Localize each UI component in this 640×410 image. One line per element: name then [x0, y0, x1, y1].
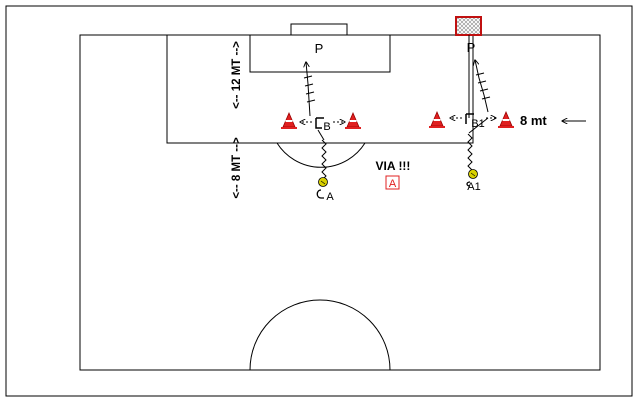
- attacker-right-label: A1: [467, 181, 480, 193]
- start-marker-label: A: [389, 178, 397, 190]
- defender-center-label: B: [323, 121, 330, 133]
- center-circle: [249, 299, 391, 371]
- goalkeeper-left-label: P: [315, 41, 324, 56]
- ball-icon: [468, 169, 478, 179]
- dribble-path-center: [321, 139, 327, 181]
- attacker-icon: [466, 181, 471, 187]
- defender-icon: [465, 113, 474, 124]
- defender-icon: [315, 117, 324, 129]
- shot-path-center: [306, 62, 311, 117]
- start-signal-label: VIA !!!: [376, 159, 411, 173]
- dribble-end-center: [317, 129, 325, 141]
- ball-seam: [320, 180, 326, 185]
- attacker-center-label: A: [326, 191, 334, 203]
- shot-ticks-center: [303, 75, 316, 103]
- defender-right-label: B1: [471, 118, 484, 130]
- pitch-boundary: [79, 34, 601, 371]
- ball-seam: [470, 172, 476, 177]
- cone-icon: [345, 111, 361, 129]
- small-goal: [455, 16, 482, 36]
- ball-icon: [318, 177, 328, 187]
- attacker-icon: [316, 189, 324, 199]
- distance-8mt-label: <-- 8 MT -->: [231, 137, 243, 199]
- penalty-arc: [276, 142, 366, 168]
- pass-line-right: [468, 117, 489, 134]
- dribble-path-right: [467, 133, 473, 171]
- shot-path-right: [475, 60, 489, 113]
- cone-icon: [281, 111, 297, 129]
- distance-8mt-right-label: 8 mt: [520, 113, 547, 128]
- goalkeeper-right-label: P: [467, 40, 476, 55]
- cone-icon: [429, 110, 445, 128]
- shot-ticks-right: [475, 72, 491, 100]
- main-goal: [290, 23, 348, 36]
- start-marker-box: [385, 175, 400, 190]
- cone-icon: [498, 110, 514, 128]
- distance-12mt-label: <-- 12 MT -->: [231, 41, 243, 109]
